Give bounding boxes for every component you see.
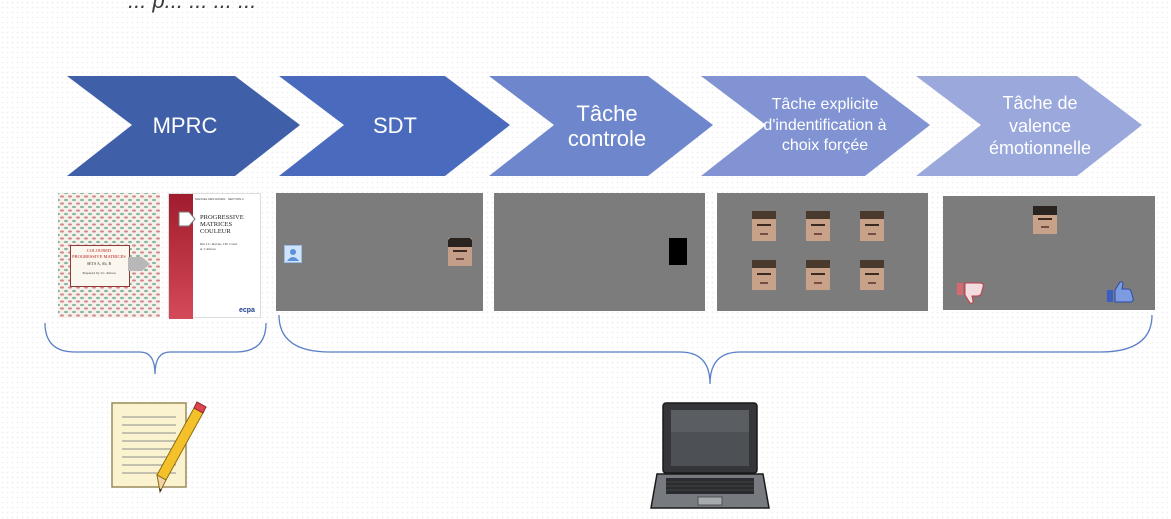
chevron-identification <box>701 76 930 176</box>
cover-header: MANUEL DES RAVEN · SECTION 2 <box>195 197 244 201</box>
cover-title-progressive: PROGRESSIVE <box>200 214 244 221</box>
face-stimulus <box>448 238 472 266</box>
cropped-header-text: ... p... ... ... ... <box>128 0 257 13</box>
cover-title-matrices: MATRICES <box>200 221 233 228</box>
cover-authors-1: Jhn J.C. Raven, J.H. Court <box>200 242 238 246</box>
face-option <box>806 211 830 241</box>
matrices-couleur-cover: MANUEL DES RAVEN · SECTION 2 PROGRESSIVE… <box>168 193 261 319</box>
step-label-mprc: MPRC <box>152 113 218 138</box>
laptop-icon <box>650 402 770 509</box>
cover-authors-2: et J. Raven <box>200 247 216 251</box>
sdt-screen <box>276 193 483 311</box>
cover-sets: SETS A, Ab, B <box>86 261 112 266</box>
step-label-identification: Tâche explicite d'indentification à choi… <box>763 95 887 155</box>
thumbs-down-icon <box>957 282 984 304</box>
brace-paper <box>44 322 267 375</box>
valence-task-screen <box>943 196 1155 310</box>
identification-task-screen <box>717 193 928 311</box>
step-label-valence: Tâche de valence émotionnelle <box>988 93 1092 159</box>
user-placeholder-icon <box>284 245 302 263</box>
step-label-sdt: SDT <box>373 113 417 138</box>
face-option <box>752 260 776 290</box>
control-task-screen <box>494 193 705 311</box>
face-stimulus <box>1033 206 1057 234</box>
publisher-logo: ecpa <box>239 307 255 314</box>
chevron-mprc <box>67 76 300 176</box>
face-option <box>860 260 884 290</box>
step-label-controle: Tâche controle <box>567 100 647 151</box>
brace-computer <box>278 314 1153 385</box>
chevron-sdt <box>279 76 510 176</box>
cover-title-couleur: COULEUR <box>200 228 231 235</box>
face-option <box>806 260 830 290</box>
notepad-with-pencil-icon <box>111 401 207 494</box>
face-option <box>860 211 884 241</box>
cover-title-line-1: COLOURED <box>86 248 112 253</box>
face-option <box>752 211 776 241</box>
chevron-valence <box>916 76 1142 176</box>
coloured-matrices-cover: COLOURED PROGRESSIVE MATRICES SETS A, Ab… <box>58 193 160 318</box>
raven-matrices-book-covers: COLOURED PROGRESSIVE MATRICES SETS A, Ab… <box>58 193 261 319</box>
cover-title-line-2: PROGRESSIVE MATRICES <box>72 254 126 259</box>
thumbs-up-icon <box>1107 281 1134 303</box>
black-rectangle-stimulus <box>669 238 687 265</box>
chevron-controle <box>489 76 713 176</box>
cover-author: Prepared by J.C. Raven <box>82 271 116 275</box>
